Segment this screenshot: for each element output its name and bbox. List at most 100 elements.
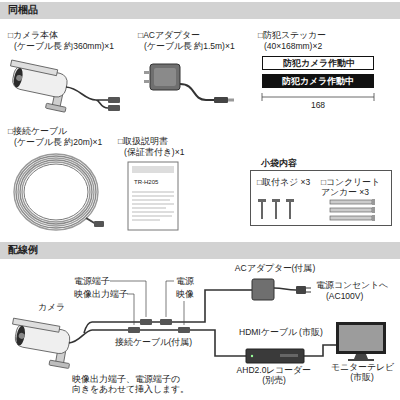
monitor-drawing	[348, 359, 374, 361]
node-label: ACアダプター(付属)	[230, 263, 320, 273]
cable-connector	[128, 327, 140, 333]
item-name: □カメラ本体	[8, 30, 58, 40]
ac-adapter-drawing	[306, 291, 311, 293]
part-name: 映像	[176, 289, 194, 299]
ac-adapter-drawing	[296, 286, 306, 294]
ac-adapter-drawing	[228, 99, 234, 102]
node-label: 小袋内容	[261, 158, 297, 168]
ac-adapter-drawing	[230, 289, 252, 291]
screw-drawing	[258, 199, 294, 219]
dimension-line	[262, 93, 374, 101]
camera-drawing	[108, 105, 120, 111]
sticker: 防犯カメラ作動中	[262, 56, 374, 70]
ac-adapter-drawing	[180, 84, 214, 100]
cable-coil	[16, 156, 96, 228]
ac-adapter-drawing	[274, 288, 296, 290]
node-label: 防犯カメラ作動中	[262, 76, 374, 86]
camera-drawing	[3, 60, 120, 112]
recorder-drawing	[246, 349, 304, 363]
note: 電源コンセントへ	[316, 280, 388, 290]
cable-label: HDMIケーブル (市販)	[237, 327, 311, 337]
anchor-drawing	[372, 207, 375, 213]
cable	[316, 345, 330, 356]
screw-drawing	[272, 199, 280, 202]
cable	[92, 330, 232, 356]
screw-drawing	[275, 202, 277, 219]
anchor-drawing	[372, 199, 375, 205]
leader-line	[166, 281, 174, 317]
item-spec: (40×168mm)×2	[264, 41, 322, 51]
ac-adapter-drawing	[306, 287, 311, 289]
cable-coil	[94, 221, 104, 227]
section-header: 配線例	[0, 242, 400, 259]
dimension: 168	[298, 100, 338, 110]
node-label: カメラ	[38, 302, 65, 312]
cable-connector	[160, 319, 172, 325]
node-label: 防犯カメラ作動中	[263, 58, 375, 68]
item-spec: (ケーブル長 約20m)×1	[14, 137, 102, 147]
ac-adapter-drawing	[154, 68, 176, 86]
leader-line	[110, 281, 146, 317]
screw-drawing	[258, 199, 266, 202]
ac-adapter-drawing	[150, 64, 180, 90]
sticker: 防犯カメラ作動中	[262, 74, 374, 88]
anchor-drawing	[330, 199, 375, 221]
anchor-drawing	[330, 200, 372, 204]
camera-drawing	[66, 87, 108, 108]
section-header: 同梱品	[0, 2, 400, 19]
leader-line	[184, 301, 185, 325]
ac-adapter-drawing	[144, 64, 234, 103]
camera: カメラ	[12, 300, 92, 370]
recorder: AHD2.0レコーダー (別売)	[232, 346, 316, 392]
camera-drawing	[7, 318, 92, 368]
cable-coil	[24, 164, 88, 220]
ac-adapter-drawing	[230, 279, 311, 300]
cable-coil	[14, 154, 98, 230]
anchor-drawing	[372, 215, 375, 221]
recorder-drawing	[251, 355, 253, 357]
camera-drawing	[3, 60, 73, 112]
ac-adapter: ACアダプター(付属)	[230, 262, 320, 304]
monitor-drawing	[330, 322, 386, 361]
cable-coil	[22, 162, 90, 222]
model-number: TR-H205	[134, 177, 158, 187]
camera-drawing	[69, 322, 92, 343]
monitor-drawing	[339, 325, 383, 351]
manual-drawing	[132, 192, 174, 220]
item-name: □接続ケーブル	[8, 126, 67, 136]
recorder-drawing	[280, 354, 298, 357]
note: (AC100V)	[326, 291, 363, 301]
item-name: □防犯ステッカー	[258, 30, 326, 40]
monitor: モニターテレビ (市販)	[330, 318, 394, 394]
screw-drawing	[261, 202, 263, 219]
parts-bag-box: 小袋内容□取付ネジ ×3□コンクリート アンカー ×3	[250, 170, 392, 226]
item-name: □取扱説明書	[118, 136, 168, 146]
cable-connector	[128, 319, 190, 333]
monitor-drawing	[330, 344, 336, 346]
item-spec: (ケーブル長 約360mm)×1	[14, 41, 114, 51]
node-label: 同梱品	[8, 5, 38, 15]
manual-drawing	[128, 162, 178, 230]
camera-drawing	[7, 318, 76, 368]
node-label: AHD2.0レコーダー (別売)	[232, 365, 316, 385]
cable-coil	[20, 160, 92, 224]
node-text: □コンクリート アンカー ×3	[321, 177, 389, 197]
camera-drawing	[108, 97, 120, 103]
part-name: 映像出力端子	[74, 289, 128, 299]
cable-coil	[14, 154, 104, 230]
leader-line	[110, 281, 184, 325]
monitor-drawing	[354, 354, 368, 359]
cable-connector	[140, 319, 152, 325]
anchor-drawing	[330, 216, 372, 220]
manual-drawing	[128, 162, 178, 230]
cable-connector	[178, 327, 190, 333]
ac-adapter-drawing	[144, 71, 150, 74]
anchor-drawing	[330, 208, 372, 212]
ac-adapter-drawing	[214, 97, 228, 103]
part-name: 電源	[176, 276, 194, 286]
node-label: モニターテレビ (市販)	[330, 362, 394, 382]
note: 映像出力端子、電源端子の 向きをあわせて挿入します。	[72, 374, 188, 394]
recorder-drawing	[232, 349, 316, 363]
cable-label: 接続ケーブル(付属)	[113, 337, 195, 347]
